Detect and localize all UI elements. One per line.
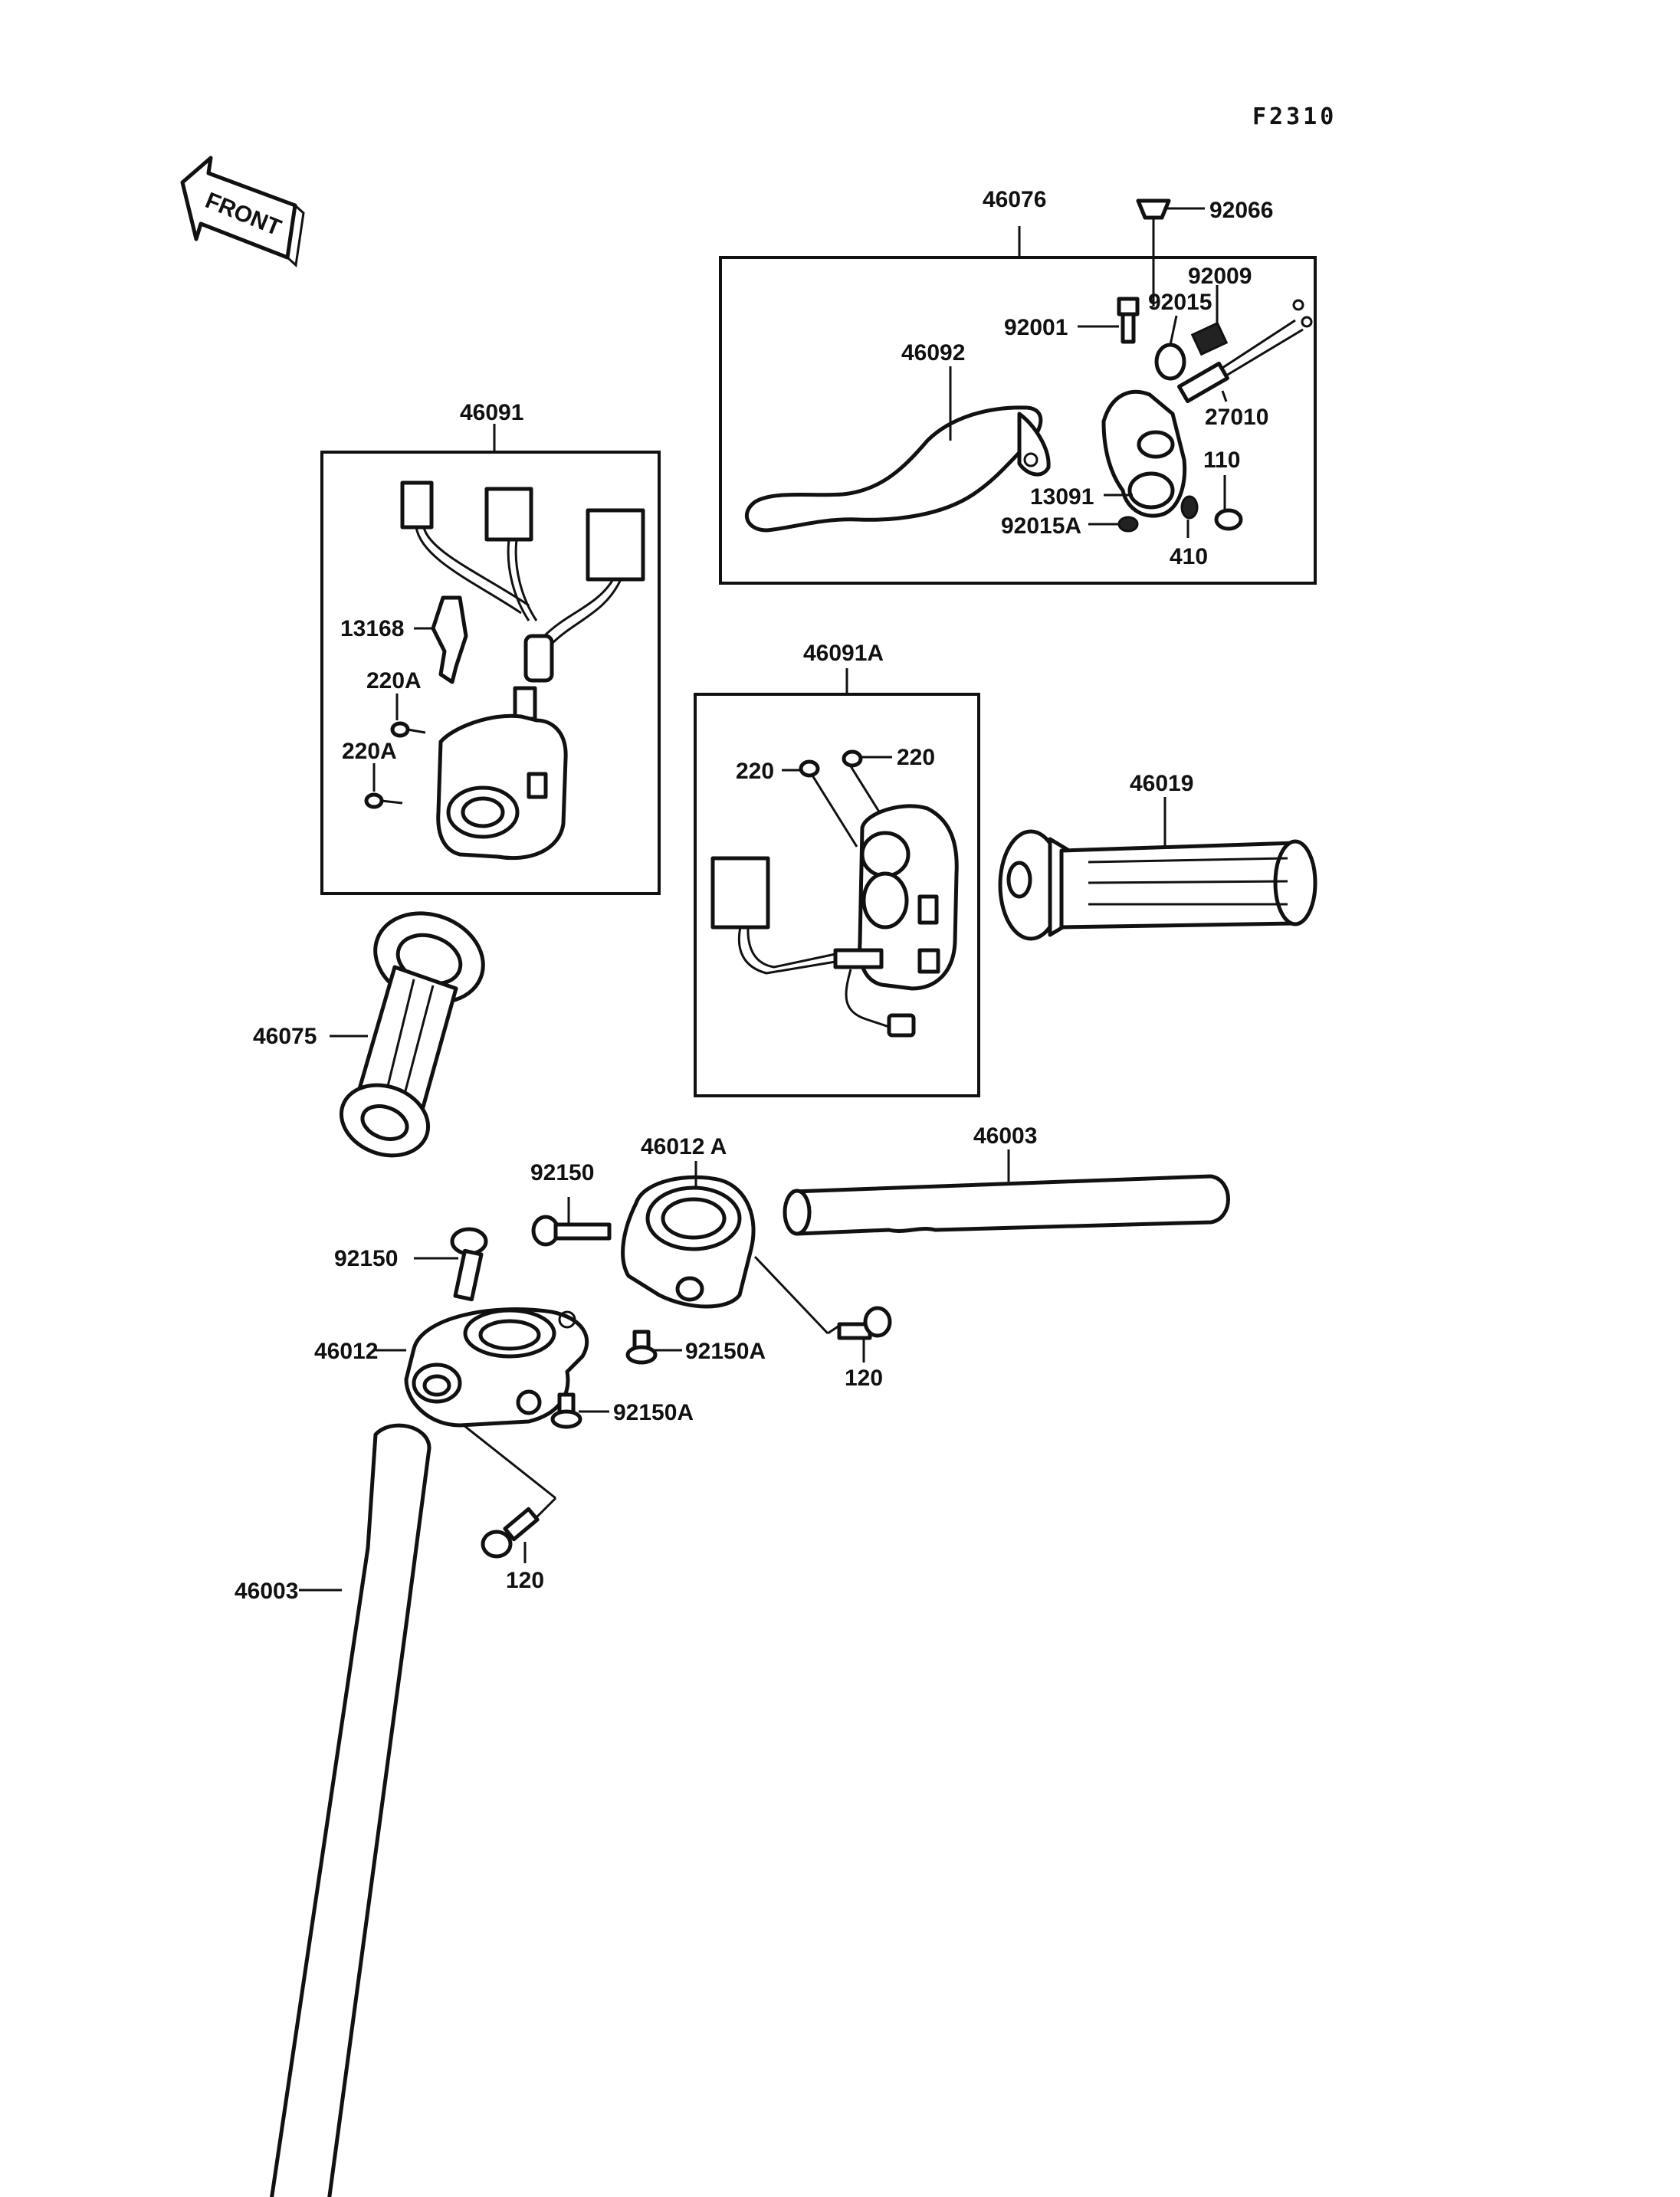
svg-text:92066: 92066: [1209, 198, 1273, 223]
svg-text:27010: 27010: [1205, 405, 1268, 430]
part-92150A-top: 92150A: [625, 1330, 766, 1365]
part-92015A: 92015A: [1001, 513, 1139, 539]
part-220-right: 220: [842, 745, 935, 770]
svg-text:92015: 92015: [1148, 290, 1212, 315]
group-label-46091: 46091: [460, 400, 523, 425]
svg-text:92001: 92001: [1004, 315, 1068, 340]
svg-text:13091: 13091: [1030, 484, 1094, 510]
handlebar-right-46003: 46003: [783, 1123, 1230, 1236]
part-220A-1: 220A: [366, 668, 426, 738]
label-46012: 46012: [314, 1339, 378, 1364]
label-46075: 46075: [253, 1024, 317, 1049]
left-grip-46075: 46075: [253, 911, 485, 1158]
part-410: 410: [1170, 495, 1208, 569]
handlebar-left-46003: 46003: [235, 1423, 431, 2197]
part-92150-left: 92150: [334, 1227, 488, 1302]
front-arrow-icon: FRONT: [180, 156, 305, 268]
part-92150A-bottom: 92150A: [550, 1392, 694, 1429]
svg-text:92150A: 92150A: [685, 1339, 766, 1364]
label-46019: 46019: [1130, 771, 1193, 796]
label-46003-bottom: 46003: [235, 1579, 298, 1604]
svg-text:92150A: 92150A: [613, 1400, 694, 1425]
right-switch-group: 46091A 220 220: [694, 641, 980, 1097]
svg-text:220: 220: [897, 745, 935, 770]
part-220-left: 220: [736, 759, 820, 784]
label-46003-top: 46003: [973, 1123, 1037, 1149]
svg-text:92015A: 92015A: [1001, 513, 1081, 539]
part-220A-2: 220A: [342, 739, 403, 809]
svg-text:220: 220: [736, 759, 774, 784]
svg-text:92150: 92150: [530, 1160, 594, 1185]
part-110: 110: [1203, 448, 1243, 531]
connector-9pin-icon: [586, 508, 645, 582]
connector-9pin-right-icon: [710, 856, 770, 930]
svg-text:220A: 220A: [342, 739, 397, 764]
throttle-grip-46019: 46019: [998, 771, 1317, 941]
part-92066: 92066: [1136, 198, 1273, 307]
label-46092: 46092: [901, 340, 965, 366]
part-92009: 92009: [1188, 264, 1252, 356]
group-label-46076: 46076: [983, 187, 1046, 212]
part-92001: 92001: [1004, 297, 1140, 344]
svg-text:220A: 220A: [366, 668, 422, 694]
svg-text:110: 110: [1203, 448, 1240, 473]
group-label-46091A: 46091A: [803, 641, 884, 666]
svg-text:120: 120: [845, 1366, 883, 1391]
clamp-46012: 46012: [314, 1307, 589, 1428]
part-13168: 13168: [340, 595, 468, 684]
group-box-46091: [320, 451, 661, 895]
group-box-46076: [719, 256, 1317, 585]
clutch-lever-group: 46076 46092 92066 92001 92015: [719, 187, 1317, 585]
group-box-46091A: [694, 693, 980, 1097]
label-46012A: 46012 A: [641, 1134, 727, 1159]
svg-text:92150: 92150: [334, 1246, 398, 1271]
part-27010: 27010: [1177, 299, 1313, 430]
part-92015: 92015: [1148, 290, 1212, 381]
connector-2pin-icon: [400, 480, 434, 530]
svg-text:13168: 13168: [340, 616, 404, 641]
part-120-right: 120: [753, 1255, 892, 1391]
svg-text:120: 120: [506, 1568, 544, 1593]
part-13091: 13091: [1030, 484, 1133, 510]
part-92150-top: 92150: [530, 1160, 612, 1247]
connector-4pin-icon: [484, 487, 533, 542]
part-120-left: 120: [463, 1424, 557, 1593]
svg-text:92009: 92009: [1188, 264, 1252, 289]
figure-code: F2310: [1252, 103, 1337, 130]
clamp-46012A: 46012 A: [621, 1134, 756, 1309]
svg-text:410: 410: [1170, 544, 1208, 569]
left-switch-group: 46091 13168 220A: [320, 400, 661, 895]
clutch-lever: [744, 405, 1043, 533]
